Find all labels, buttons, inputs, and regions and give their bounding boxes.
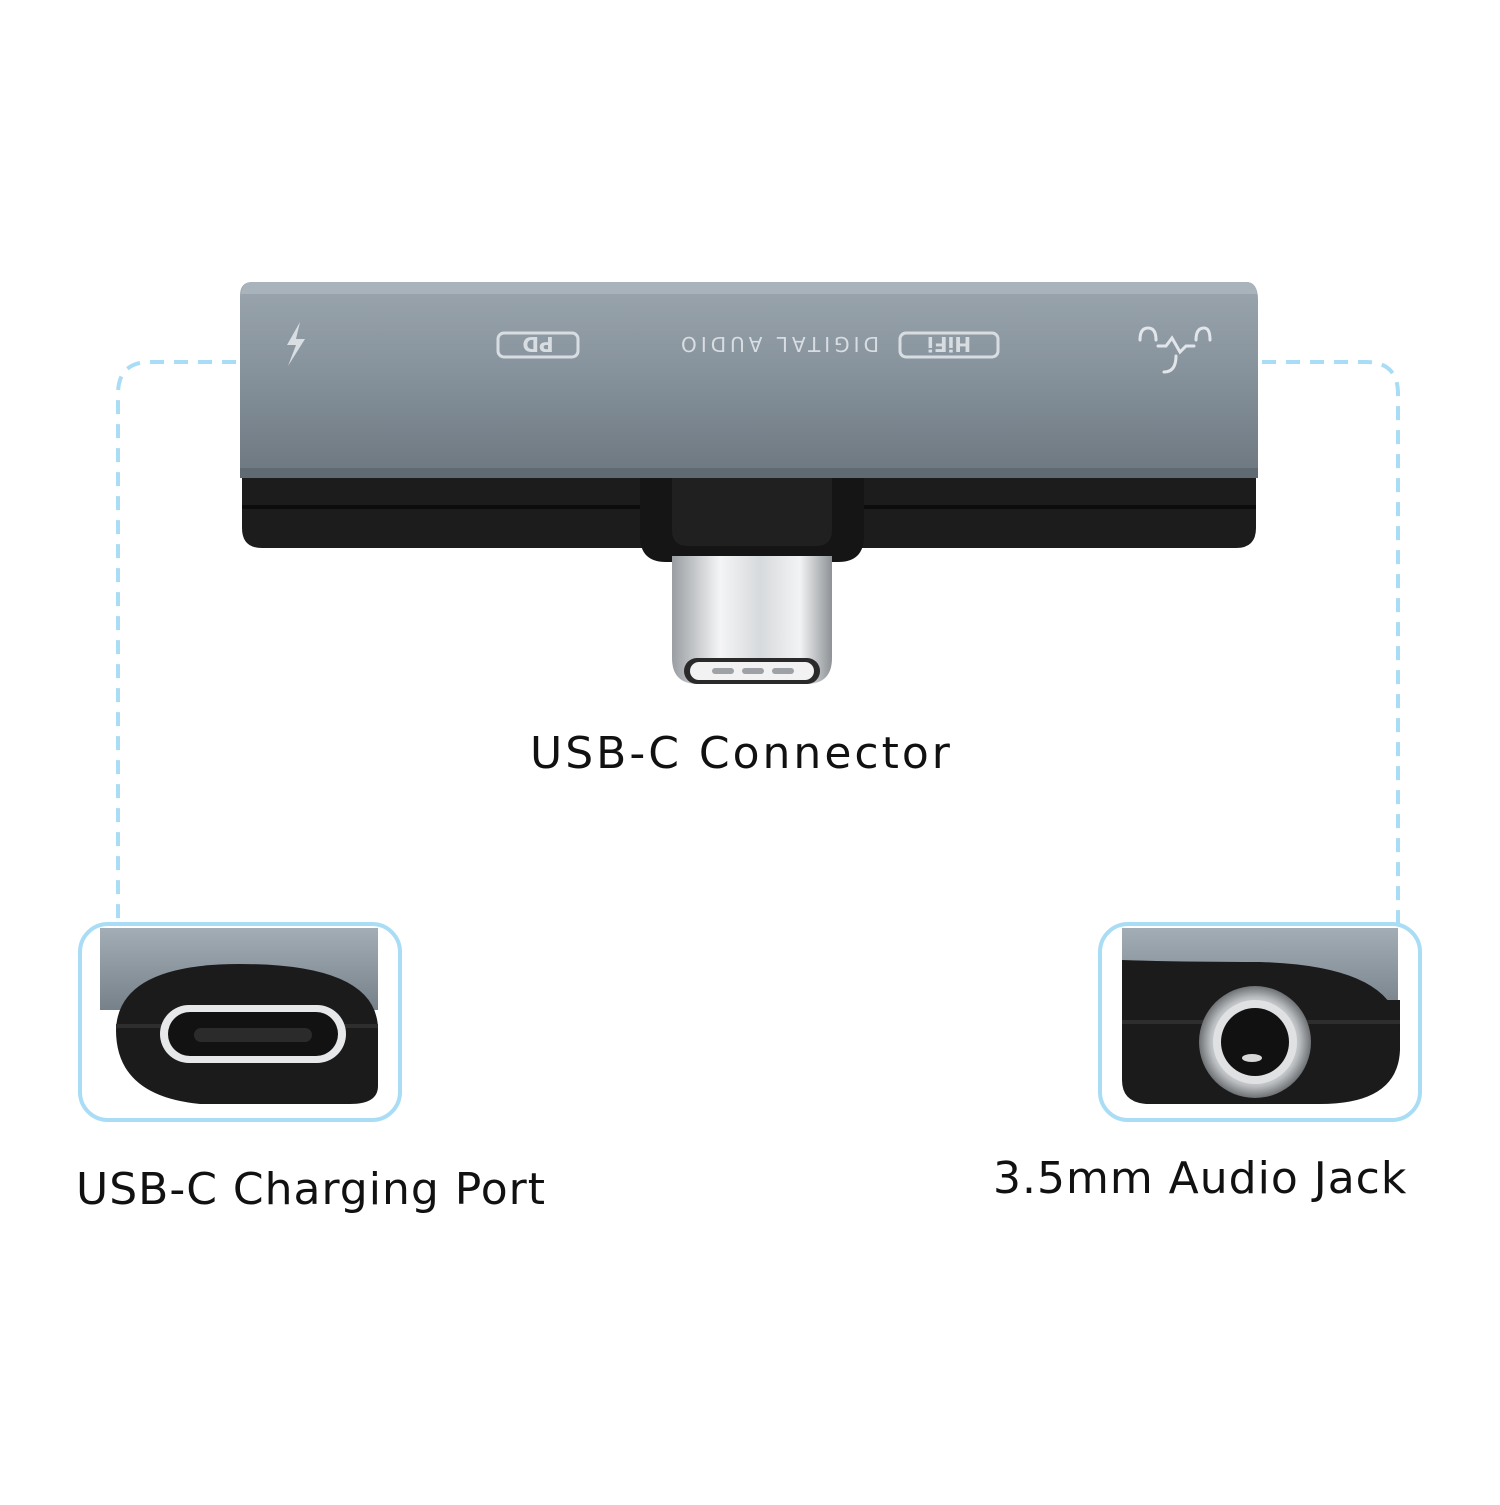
charging-port-callout (78, 922, 402, 1122)
callout-dashes (116, 360, 1400, 925)
digital-audio-text: DIGITAL AUDIO (677, 332, 879, 356)
audio-jack-caption: 3.5mm Audio Jack (993, 1153, 1408, 1204)
callout-line-right (1262, 360, 1400, 925)
lightning-bolt-icon (287, 322, 305, 366)
usb-c-connector-caption: USB-C Connector (530, 728, 953, 779)
usb-c-charging-port-caption: USB-C Charging Port (76, 1164, 546, 1215)
headphone-icon (1138, 326, 1212, 374)
hifi-badge-text: HiFi (927, 332, 971, 356)
pd-badge (496, 331, 580, 359)
audio-jack-callout (1098, 922, 1422, 1122)
usb-c-connector-plug (640, 478, 864, 684)
callout-line-left (116, 360, 236, 925)
device-label: HiFi DIGITAL AUDIO PD (496, 331, 1000, 359)
pd-badge-text: PD (522, 332, 553, 356)
hifi-badge (898, 331, 1000, 359)
